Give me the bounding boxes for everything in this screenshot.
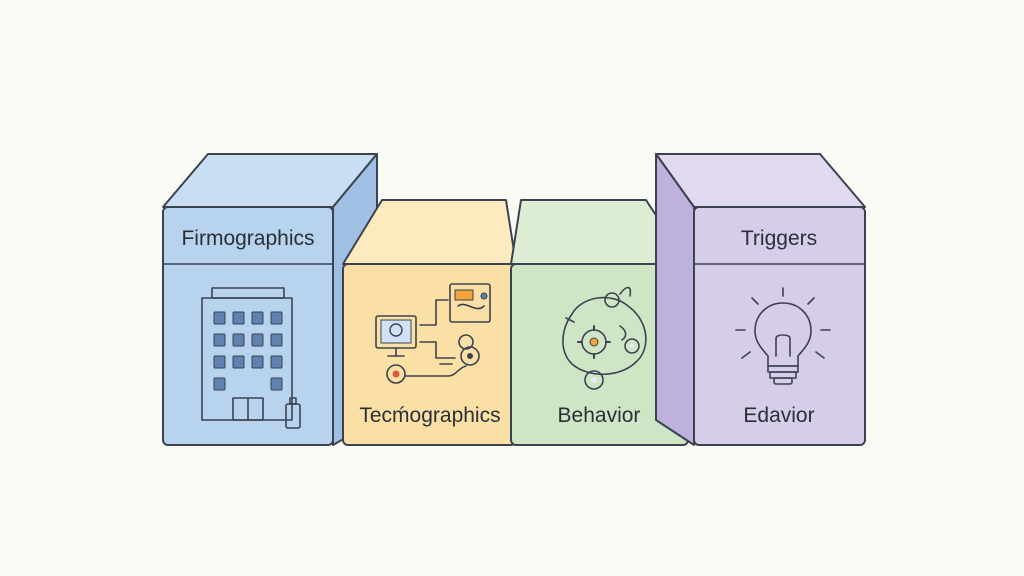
block-triggers: Triggers Edavior [655, 153, 866, 446]
block-behavior-label: Behavior [558, 404, 641, 427]
tech-stack-icon [375, 283, 491, 384]
lightbulb-icon [735, 287, 831, 385]
block-behavior: Behavior [510, 199, 689, 446]
office-building-icon [201, 287, 301, 429]
block-technographics-label: Tecḿographics [359, 404, 500, 427]
block-triggers-side [655, 153, 695, 446]
block-triggers-label: Triggers [741, 227, 817, 250]
block-triggers-front [693, 206, 866, 446]
block-triggers-sublabel: Edavior [743, 404, 814, 427]
block-firmographics-front [162, 206, 334, 446]
behavior-gears-icon [562, 286, 647, 390]
block-firmographics: Firmographics [162, 153, 378, 446]
block-firmographics-label: Firmographics [181, 227, 314, 250]
block-technographics: Tecḿographics [342, 199, 517, 446]
